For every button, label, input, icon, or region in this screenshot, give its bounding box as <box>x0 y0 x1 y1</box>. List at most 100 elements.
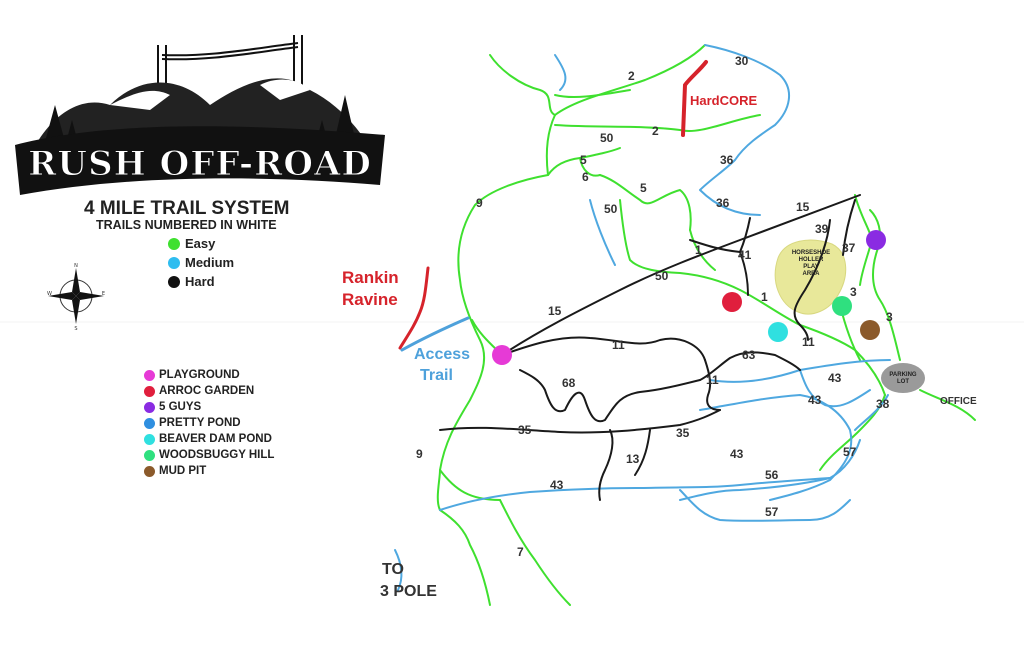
poi-label: ARROC GARDEN <box>159 385 255 397</box>
legend-medium-label: Medium <box>185 255 235 270</box>
playground-dot-icon <box>144 369 155 381</box>
poi-label: PLAYGROUND <box>159 369 240 381</box>
trail-number: 43 <box>550 478 564 492</box>
trail-number: 38 <box>876 397 890 411</box>
poi-label: WOODSBUGGY HILL <box>159 449 275 461</box>
poi-legend-item: PRETTY POND <box>144 415 274 431</box>
trail-number: 5 <box>580 153 587 167</box>
poi-legend-item: 5 GUYS <box>144 399 274 415</box>
parking-lot <box>881 363 925 393</box>
trail-number: 30 <box>735 54 749 68</box>
poi-legend-item: WOODSBUGGY HILL <box>144 447 274 463</box>
trail-number: 68 <box>562 376 576 390</box>
logo: RUSH OFF-ROAD <box>10 35 390 205</box>
horseshoe-play-area <box>774 239 847 315</box>
poi-label: BEAVER DAM POND <box>159 433 272 445</box>
logo-text: RUSH OFF-ROAD <box>28 144 372 184</box>
playground-marker[interactable] <box>492 345 512 365</box>
trail-number: 5 <box>640 181 647 195</box>
horseshoe-label: HORSESHOE HOLLER PLAY AREA <box>786 250 836 278</box>
arroc-garden-marker[interactable] <box>722 292 742 312</box>
trail-number: 43 <box>730 447 744 461</box>
legend-easy: Easy <box>168 234 234 253</box>
poi-legend-item: MUD PIT <box>144 463 274 479</box>
trail-number: 3 <box>850 285 857 299</box>
legend-easy-label: Easy <box>185 236 216 251</box>
trail-number: 15 <box>796 200 810 214</box>
poi-legend-item: BEAVER DAM POND <box>144 431 274 447</box>
trail-number: 63 <box>742 348 756 362</box>
easy-dot-icon <box>168 237 180 250</box>
access-label: Access <box>414 346 471 363</box>
legend-hard-label: Hard <box>185 274 215 289</box>
logo-banner <box>15 126 385 195</box>
trail-number: 13 <box>626 452 640 466</box>
beaver-dam-pond-marker[interactable] <box>768 322 788 342</box>
horseshoe-line-3: PLAY <box>803 264 819 270</box>
arroc-garden-dot-icon <box>144 385 155 397</box>
poi-label: 5 GUYS <box>159 401 202 413</box>
trail-number: 56 <box>765 468 779 482</box>
trail-number: 37 <box>842 241 856 255</box>
compass-e: E <box>102 291 105 297</box>
trail-number: 15 <box>548 304 562 318</box>
trail-number: 50 <box>655 269 669 283</box>
trail-number: 11 <box>612 338 625 352</box>
legend-hard: Hard <box>168 272 234 291</box>
hard-trails <box>439 194 861 501</box>
mud-pit-dot-icon <box>144 465 155 477</box>
trail-number: 35 <box>518 423 532 437</box>
hard-dot-icon <box>168 275 180 288</box>
parking-line-2: LOT <box>897 379 909 385</box>
medium-trails <box>394 44 891 591</box>
ravine-label: Ravine <box>342 290 398 309</box>
trail-number: 36 <box>720 153 734 167</box>
medium-dot-icon <box>168 256 180 269</box>
beaver-dam-pond-dot-icon <box>144 433 155 445</box>
trail-number: 6 <box>582 170 589 184</box>
horseshoe-line-2: HOLLER <box>798 257 824 263</box>
office-label: OFFICE <box>940 396 977 407</box>
poi-legend-item: PLAYGROUND <box>144 367 274 383</box>
trail-number: 43 <box>808 393 822 407</box>
horseshoe-line-1: HORSESHOE <box>791 250 831 256</box>
parking-label: PARKING LOT <box>883 372 923 386</box>
trail-number: 7 <box>517 545 524 559</box>
mud-pit-marker[interactable] <box>860 320 880 340</box>
compass-icon: N S E W <box>46 262 106 332</box>
trail-number: 1 <box>761 290 768 304</box>
five-guys-dot-icon <box>144 401 155 413</box>
hardcore-label: HardCORE <box>690 93 758 108</box>
five-guys-marker[interactable] <box>866 230 886 250</box>
woodsbuggy-hill-marker[interactable] <box>832 296 852 316</box>
three-pole-label: 3 POLE <box>380 583 437 600</box>
trail-number: 43 <box>828 371 842 385</box>
trail-number: 50 <box>600 131 614 145</box>
horseshoe-line-4: AREA <box>802 271 820 277</box>
rankin-ravine-trail <box>398 266 430 350</box>
compass-s: S <box>74 326 77 330</box>
pretty-pond-dot-icon <box>144 417 155 429</box>
trail-number: 9 <box>416 447 423 461</box>
easy-trails <box>436 44 976 606</box>
parking-line-1: PARKING <box>889 372 917 378</box>
poi-label: PRETTY POND <box>159 417 241 429</box>
trail-number: 35 <box>676 426 690 440</box>
hardcore-trail <box>681 60 708 137</box>
trail-number: 57 <box>843 445 857 459</box>
trail-number: 50 <box>604 202 618 216</box>
legend-medium: Medium <box>168 253 234 272</box>
compass-n: N <box>74 263 78 269</box>
access-trail <box>400 316 470 352</box>
trail-number: 9 <box>476 196 483 210</box>
difficulty-legend: Easy Medium Hard <box>168 234 234 291</box>
poi-legend-item: ARROC GARDEN <box>144 383 274 399</box>
compass-w: W <box>47 291 52 297</box>
rankin-label: Rankin <box>342 268 399 287</box>
trail-number: 2 <box>652 124 659 138</box>
poi-legend: PLAYGROUND ARROC GARDEN 5 GUYS PRETTY PO… <box>144 367 274 479</box>
to-label: TO <box>382 561 404 578</box>
system-subtitle: TRAILS NUMBERED IN WHITE <box>96 218 277 232</box>
trail-label: Trail <box>420 367 453 384</box>
